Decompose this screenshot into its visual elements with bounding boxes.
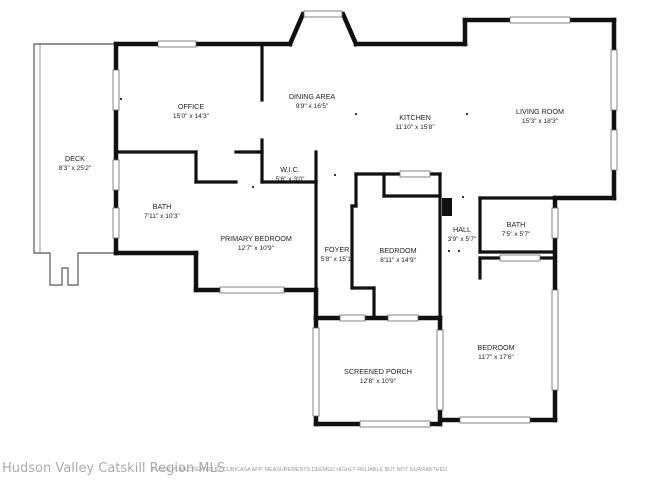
- room-name-office: OFFICE: [178, 102, 205, 111]
- room-name-deck: DECK: [65, 154, 85, 163]
- room-name-wic: W.I.C.: [280, 165, 300, 174]
- room-name-bedroom-middle: BEDROOM: [379, 246, 416, 255]
- room-name-kitchen: KITCHEN: [399, 113, 431, 122]
- room-dims-bedroom-middle: 8'11" x 14'9": [380, 257, 416, 264]
- mls-watermark: Hudson Valley Catskill Region MLS: [2, 461, 225, 476]
- interior-walls: [114, 42, 557, 320]
- deck-outline: [33, 43, 116, 286]
- room-name-bath-right: BATH: [507, 220, 526, 229]
- room-name-living-room: LIVING ROOM: [516, 107, 564, 116]
- room-dims-bedroom-right: 11'7" x 17'6": [478, 354, 514, 361]
- hall-column: [442, 198, 452, 216]
- room-dims-hall: 3'9" x 5'7": [448, 236, 477, 243]
- room-dims-office: 15'0" x 14'3": [173, 113, 210, 120]
- room-dims-living-room: 15'3" x 18'3": [522, 118, 559, 125]
- room-name-hall: HALL: [453, 225, 471, 234]
- room-name-screened-porch: SCREENED PORCH: [344, 367, 412, 376]
- windows: [112, 10, 618, 428]
- room-labels: DECK 8'3" x 25'2" OFFICE 15'0" x 14'3" D…: [59, 92, 564, 385]
- room-dims-primary-bedroom: 12'7" x 10'9": [238, 245, 275, 252]
- footer-note: FLOOR PLAN CREATED BY CUBICASA APP. MEAS…: [152, 467, 448, 473]
- room-dims-dining-area: 9'9" x 16'5": [296, 103, 329, 110]
- room-name-bath-left: BATH: [153, 202, 172, 211]
- room-dims-bath-right: 7'5" x 5'7": [502, 231, 531, 238]
- room-name-primary-bedroom: PRIMARY BEDROOM: [220, 234, 292, 243]
- room-dims-kitchen: 11'10" x 15'8": [395, 124, 435, 131]
- room-dims-foyer: 5'8" x 15'1": [321, 256, 354, 263]
- room-dims-screened-porch: 12'8" x 10'9": [360, 378, 397, 385]
- room-dims-wic: 5'6" x 3'0": [276, 176, 305, 183]
- room-name-foyer: FOYER: [325, 245, 350, 254]
- room-dims-bath-left: 7'11" x 10'3": [144, 213, 180, 220]
- room-name-bedroom-right: BEDROOM: [477, 343, 514, 352]
- markers: [120, 98, 468, 252]
- room-dims-deck: 8'3" x 25'2": [59, 165, 92, 172]
- room-name-dining-area: DINING AREA: [289, 92, 336, 101]
